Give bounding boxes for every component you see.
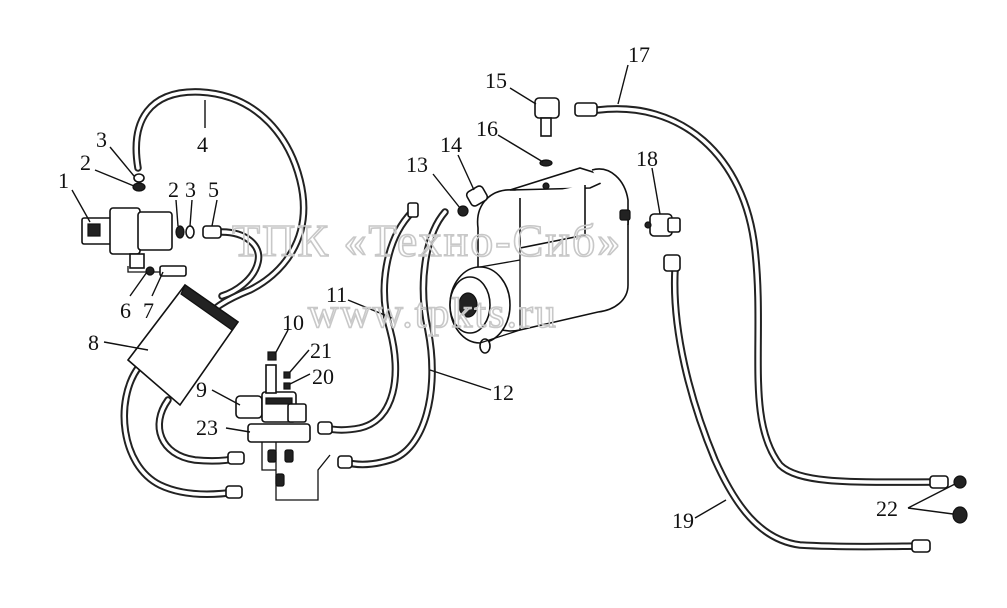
label-18: 18 — [636, 146, 658, 171]
label-5: 5 — [208, 177, 219, 202]
label-1: 1 — [58, 168, 69, 193]
label-23: 23 — [196, 415, 218, 440]
hose-lower-left — [120, 364, 240, 499]
watermark-line-1: ТПК «Техно-Сиб» — [232, 215, 622, 266]
leader-lines — [71, 64, 956, 519]
tank-part-8 — [126, 283, 240, 407]
label-21: 21 — [310, 338, 332, 363]
hose-19 — [670, 266, 929, 551]
label-15: 15 — [485, 68, 507, 93]
label-11: 11 — [326, 282, 347, 307]
valve-part-9 — [235, 364, 307, 423]
hose-17 — [594, 105, 944, 486]
label-12: 12 — [492, 380, 514, 405]
bracket-part-23 — [247, 423, 331, 501]
washer-2-3-side — [175, 225, 222, 239]
label-14: 14 — [440, 132, 462, 157]
label-8: 8 — [88, 330, 99, 355]
label-2b: 2 — [168, 177, 179, 202]
watermark-line-2: www.tpkts.ru — [308, 291, 558, 337]
washer-2-3-upper — [132, 173, 146, 192]
label-3b: 3 — [185, 177, 196, 202]
label-10: 10 — [282, 310, 304, 335]
caps-part-22 — [952, 475, 968, 524]
label-9: 9 — [196, 377, 207, 402]
watermark: ТПК «Техно-Сиб» www.tpkts.ru — [231, 214, 622, 338]
label-16: 16 — [476, 116, 498, 141]
hose-12 — [341, 208, 449, 469]
label-19: 19 — [672, 508, 694, 533]
label-2a: 2 — [80, 150, 91, 175]
fitting-part-18 — [644, 213, 681, 237]
hose-from-fitting-5 — [218, 228, 263, 300]
label-20: 20 — [312, 364, 334, 389]
fittings-13-14 — [457, 185, 489, 217]
label-3a: 3 — [96, 127, 107, 152]
label-22: 22 — [876, 496, 898, 521]
label-6: 6 — [120, 298, 131, 323]
label-13: 13 — [406, 152, 428, 177]
label-17: 17 — [628, 42, 650, 67]
hose-11 — [321, 208, 416, 434]
hose-4 — [132, 88, 308, 324]
label-4: 4 — [197, 132, 208, 157]
callout-labels: 1 2 3 4 2 3 5 6 7 8 9 23 10 21 20 11 12 … — [58, 42, 898, 533]
main-housing-unit — [449, 167, 631, 354]
label-7: 7 — [143, 298, 154, 323]
hose-ferrules — [225, 102, 949, 553]
fittings-15-16 — [534, 97, 560, 190]
screws-10-20-21 — [267, 351, 291, 390]
pump-part-1 — [81, 207, 173, 269]
